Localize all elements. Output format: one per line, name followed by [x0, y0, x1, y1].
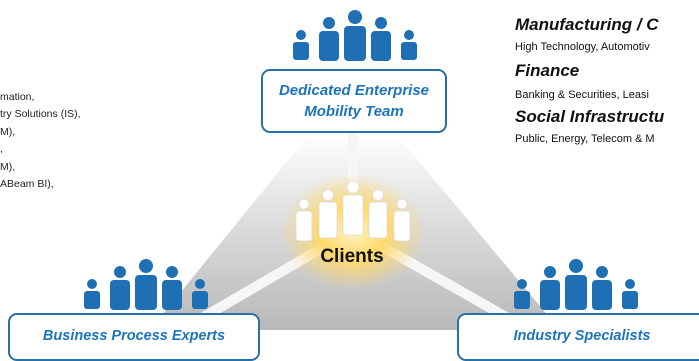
sector-title: Finance	[515, 61, 580, 80]
industry-specialists-box: Industry Specialists	[457, 313, 699, 361]
dedicated-team-box: Dedicated Enterprise Mobility Team	[261, 69, 447, 133]
industry-specialists-label: Industry Specialists	[513, 328, 651, 344]
expertise-item: M),	[0, 125, 16, 138]
business-process-experts-box: Business Process Experts	[8, 313, 260, 361]
expertise-item: M),	[0, 160, 16, 173]
clients-label: Clients	[320, 246, 384, 267]
people-group-icon	[514, 259, 638, 310]
sector-title: Social Infrastructu	[515, 107, 665, 126]
expertise-item: ,	[0, 143, 3, 156]
team-title-line1: Dedicated Enterprise	[278, 82, 430, 99]
sector-subtitle: High Technology, Automotiv	[515, 41, 650, 53]
people-group-icon	[84, 259, 208, 310]
clients-group-icon	[295, 180, 411, 242]
expertise-item: mation,	[0, 91, 35, 103]
sector-subtitle: Banking & Securities, Leasi	[515, 89, 649, 101]
team-title-line2: Mobility Team	[304, 103, 404, 120]
expertise-list: mation, try Solutions (IS), M), , M), AB…	[0, 89, 150, 193]
sector-subtitle: Public, Energy, Telecom & M	[515, 133, 655, 145]
expertise-item: ABeam BI),	[0, 177, 54, 190]
sector-title: Manufacturing / C	[515, 15, 659, 34]
people-group-icon	[293, 10, 417, 61]
business-process-experts-label: Business Process Experts	[42, 328, 226, 344]
expertise-item: try Solutions (IS),	[0, 108, 81, 121]
